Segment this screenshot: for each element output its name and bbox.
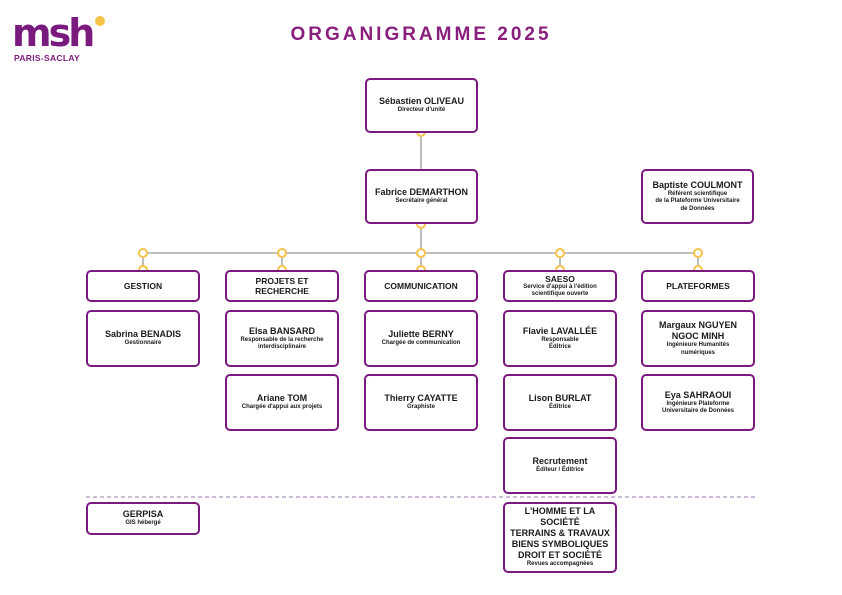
journal-title: BIENS SYMBOLIQUES [511, 539, 609, 550]
person-role: Gestionnaire [124, 340, 162, 347]
header-projets: PROJETS ET RECHERCHE [225, 270, 339, 302]
person-role: Chargée de communication [381, 340, 461, 347]
referent-role: de la Plateforme Universitaire [655, 198, 740, 205]
referent-role: de Données [680, 205, 715, 212]
connector-dot [555, 248, 565, 258]
recruitment-box: Recrutement Éditeur / Éditrice [503, 437, 617, 494]
connector-dot [416, 248, 426, 258]
referent-name: Baptiste COULMONT [652, 179, 743, 190]
journals-box: L'HOMME ET LA SOCIÉTÉ TERRAINS & TRAVAUX… [503, 502, 617, 573]
header-communication: COMMUNICATION [364, 270, 478, 302]
person-name: Lison BURLAT [528, 393, 592, 404]
header-gestion: GESTION [86, 270, 200, 302]
connector-dot [693, 248, 703, 258]
header-saeso: SAESO Service d'appui à l'édition scient… [503, 270, 617, 302]
journal-title: TERRAINS & TRAVAUX [510, 528, 610, 539]
header-saeso-subtitle: Service d'appui à l'édition [523, 283, 597, 290]
person-name: Ariane TOM [256, 393, 308, 404]
journals-caption: Revues accompagnées [526, 561, 594, 568]
person-role: interdisciplinaire [257, 344, 306, 350]
person-name: Eya SAHRAOUI [664, 389, 732, 400]
header-communication-label: COMMUNICATION [384, 281, 458, 291]
logo-dot [95, 16, 105, 26]
logo-subtitle: PARIS-SACLAY [14, 53, 80, 63]
person-name: Elsa BANSARD [248, 325, 315, 336]
person-box: Sabrina BENADIS Gestionnaire [86, 310, 200, 367]
referent-role: Référent scientifique [667, 190, 728, 197]
person-box: Eya SAHRAOUI Ingénieure Plateforme Unive… [641, 374, 755, 431]
connector-dot [138, 248, 148, 258]
person-role: Éditrice [548, 344, 571, 350]
person-name: Juliette BERNY [388, 329, 454, 340]
journal-title: L'HOMME ET LA SOCIÉTÉ [524, 506, 596, 528]
director-name: Sébastien OLIVEAU [378, 96, 465, 107]
director-role: Directeur d'unité [397, 107, 446, 114]
person-name: Sabrina BENADIS [104, 329, 182, 340]
person-name: Thierry CAYATTE [384, 393, 458, 404]
person-role: Éditeur / Éditrice [536, 467, 584, 474]
person-box: Elsa BANSARD Responsable de la recherche… [225, 310, 339, 367]
person-role: Responsable de la recherche [240, 336, 324, 343]
person-role: Chargée d'appui aux projets [241, 404, 323, 411]
journal-title: DROIT ET SOCIÉTÉ [517, 550, 602, 561]
referent-box: Baptiste COULMONT Référent scientifique … [641, 169, 754, 224]
person-role: Ingénieure Plateforme [666, 400, 730, 407]
msh-logo: msh PARIS-SACLAY [12, 14, 112, 64]
secretary-box: Fabrice DEMARTHON Secrétaire général [365, 169, 478, 224]
header-plateformes: PLATEFORMES [641, 270, 755, 302]
header-saeso-label: SAESO [545, 273, 575, 284]
header-saeso-subtitle: scientifique ouverte [531, 291, 589, 297]
person-box: Flavie LAVALLÉE Responsable Éditrice [503, 310, 617, 367]
person-name: Flavie LAVALLÉE [522, 325, 598, 336]
person-box: Lison BURLAT Éditrice [503, 374, 617, 431]
person-box: Margaux NGUYEN NGOC MINH Ingénieure Huma… [641, 310, 755, 367]
person-role: Graphiste [406, 404, 435, 411]
logo-brand: msh [12, 11, 95, 55]
person-box: Thierry CAYATTE Graphiste [364, 374, 478, 431]
connector-dot [277, 248, 287, 258]
person-box: Ariane TOM Chargée d'appui aux projets [225, 374, 339, 431]
gerpisa-role: GIS hébergé [125, 520, 161, 527]
person-role: Éditrice [548, 404, 571, 411]
person-name: NGOC MINH [671, 331, 725, 341]
person-name: Recrutement [532, 456, 588, 467]
person-box: Juliette BERNY Chargée de communication [364, 310, 478, 367]
secretary-name: Fabrice DEMARTHON [374, 187, 468, 198]
secretary-role: Secrétaire général [395, 198, 448, 205]
gerpisa-box: GERPISA GIS hébergé [86, 502, 200, 535]
person-role: Universitaire de Données [661, 408, 735, 414]
director-box: Sébastien OLIVEAU Directeur d'unité [365, 78, 478, 133]
person-name: Margaux NGUYEN [658, 320, 738, 330]
person-role: Responsable [541, 336, 579, 343]
person-role: numériques [680, 349, 715, 356]
gerpisa-name: GERPISA [122, 509, 164, 520]
person-role: Ingénieure Humanités [666, 342, 730, 348]
header-projets-label: PROJETS ET RECHERCHE [255, 276, 309, 296]
page-title: ORGANIGRAMME 2025 [290, 24, 552, 45]
header-gestion-label: GESTION [123, 281, 163, 291]
header-plateformes-label: PLATEFORMES [666, 281, 730, 291]
